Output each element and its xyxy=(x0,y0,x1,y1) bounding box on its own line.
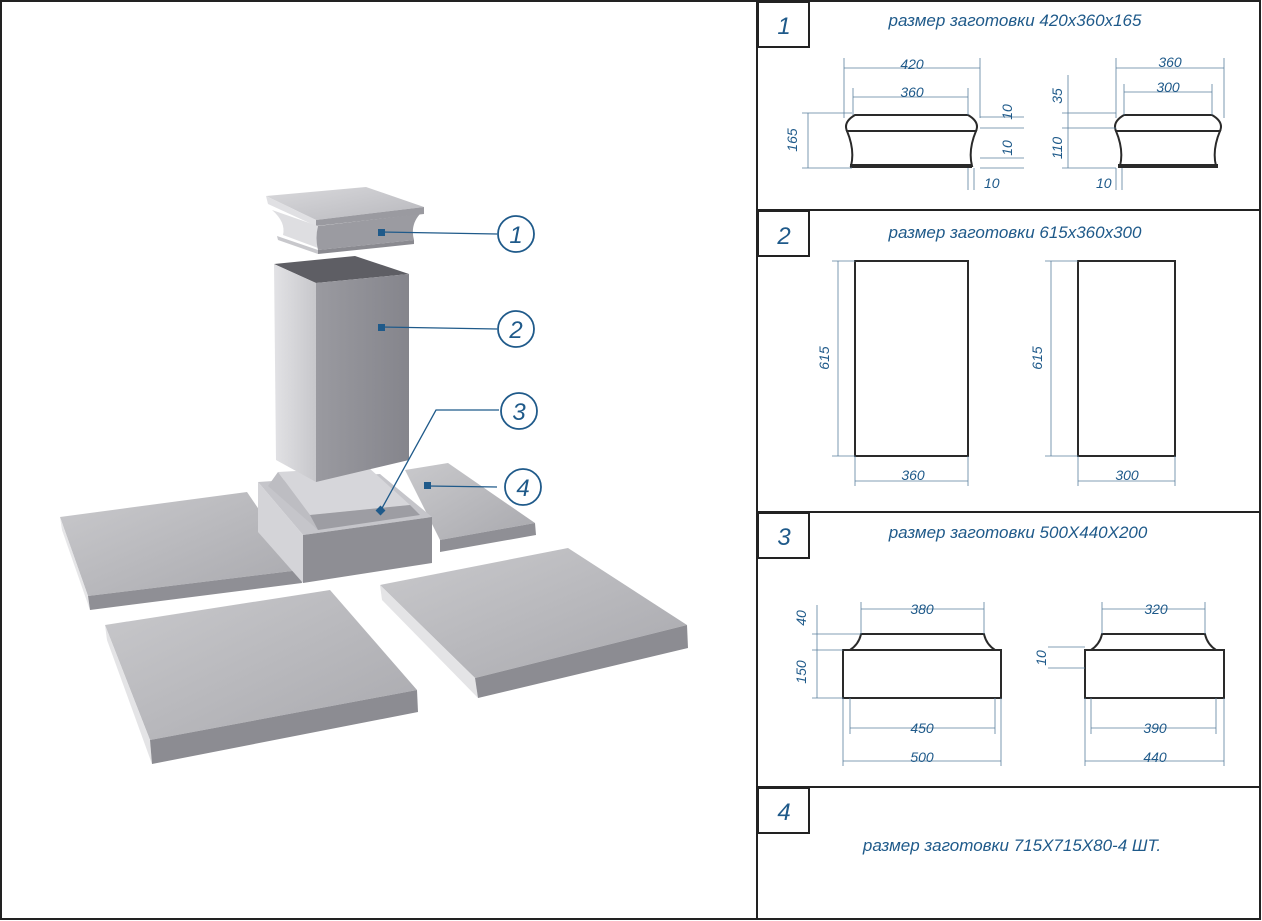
panel-3-left-profile: 380 40 150 450 500 xyxy=(793,601,1002,766)
panel-3-right-top-width: 320 xyxy=(1144,601,1168,617)
panel-4-number-box xyxy=(757,787,810,834)
panel-1-number: 1 xyxy=(777,13,790,40)
panel-1: 1 размер заготовки 420х360х165 420 360 1… xyxy=(757,1,1225,191)
panel-2-left-width: 360 xyxy=(901,467,925,483)
slab-front-right xyxy=(380,548,688,698)
panel-2-number: 2 xyxy=(776,223,790,250)
slab-back-left xyxy=(60,492,302,610)
slab-front-left xyxy=(105,590,418,764)
panel-3-right-profile: 320 10 390 440 xyxy=(1033,601,1225,766)
panel-1-right-bottom-offset: 10 xyxy=(1096,175,1112,191)
panel-1-left-rim-bottom: 10 xyxy=(999,140,1015,156)
panel-3-left-top-width: 380 xyxy=(910,601,934,617)
panel-3-header: размер заготовки 500Х440Х200 xyxy=(888,523,1148,542)
callout-2: 2 xyxy=(497,310,535,348)
panel-3-right-inner-width: 390 xyxy=(1143,720,1167,736)
panel-1-left-bottom-offset: 10 xyxy=(984,175,1000,191)
panel-1-left-height: 165 xyxy=(784,128,800,152)
panel-1-right-upper-height: 35 xyxy=(1049,88,1065,104)
panel-1-right-profile: 360 300 35 110 10 xyxy=(1049,54,1225,191)
panel-1-left-outer-width: 420 xyxy=(900,56,924,72)
panel-3-right-outer-width: 440 xyxy=(1143,749,1167,765)
callout-1: 1 xyxy=(497,215,535,253)
panel-1-left-rim-top: 10 xyxy=(999,104,1015,120)
panel-4-header: размер заготовки 715Х715Х80-4 ШТ. xyxy=(862,836,1161,855)
panel-2-right-block: 615 300 xyxy=(1029,260,1176,486)
panel-3-number: 3 xyxy=(777,524,791,551)
shaft xyxy=(274,256,409,482)
panel-3-right-cap-height: 10 xyxy=(1033,650,1049,666)
slab-back-right xyxy=(405,463,536,552)
panel-1-right-top-width: 360 xyxy=(1158,54,1182,70)
cap xyxy=(266,187,424,254)
panel-1-right-inner-width: 300 xyxy=(1156,79,1180,95)
pillar-illustration xyxy=(60,187,688,764)
panel-2-right-width: 300 xyxy=(1115,467,1139,483)
panel-3-left-outer-width: 500 xyxy=(910,749,934,765)
callout-leaders xyxy=(375,229,499,516)
panel-4: 4 размер заготовки 715Х715Х80-4 ШТ. xyxy=(757,787,1161,855)
panel-2-left-height: 615 xyxy=(816,346,832,370)
callout-1-label: 1 xyxy=(509,222,522,249)
panel-2-left-block: 615 360 xyxy=(816,260,969,486)
panel-2: 2 размер заготовки 615х360х300 615 360 6… xyxy=(757,210,1176,486)
panel-1-right-lower-height: 110 xyxy=(1049,137,1065,160)
callout-2-label: 2 xyxy=(508,317,522,344)
panel-2-right-height: 615 xyxy=(1029,346,1045,370)
panel-1-number-box xyxy=(757,1,810,48)
panel-3-number-box xyxy=(757,512,810,559)
panel-3-left-inner-width: 450 xyxy=(910,720,934,736)
callout-4-label: 4 xyxy=(516,475,529,502)
panel-1-left-top-width: 360 xyxy=(900,84,924,100)
panel-1-left-profile: 420 360 165 10 10 10 xyxy=(784,56,1024,191)
panel-3-left-body-height: 150 xyxy=(793,660,809,684)
panel-2-number-box xyxy=(757,210,810,257)
callout-4: 4 xyxy=(504,468,542,506)
panel-3-left-cap-height: 40 xyxy=(793,610,809,626)
panel-2-header: размер заготовки 615х360х300 xyxy=(888,223,1142,242)
panel-1-header: размер заготовки 420х360х165 xyxy=(888,11,1142,30)
panel-4-number: 4 xyxy=(777,799,790,826)
panel-3: 3 размер заготовки 500Х440Х200 380 40 15… xyxy=(757,512,1225,766)
callout-3: 3 xyxy=(500,392,538,430)
callout-3-label: 3 xyxy=(512,399,526,426)
